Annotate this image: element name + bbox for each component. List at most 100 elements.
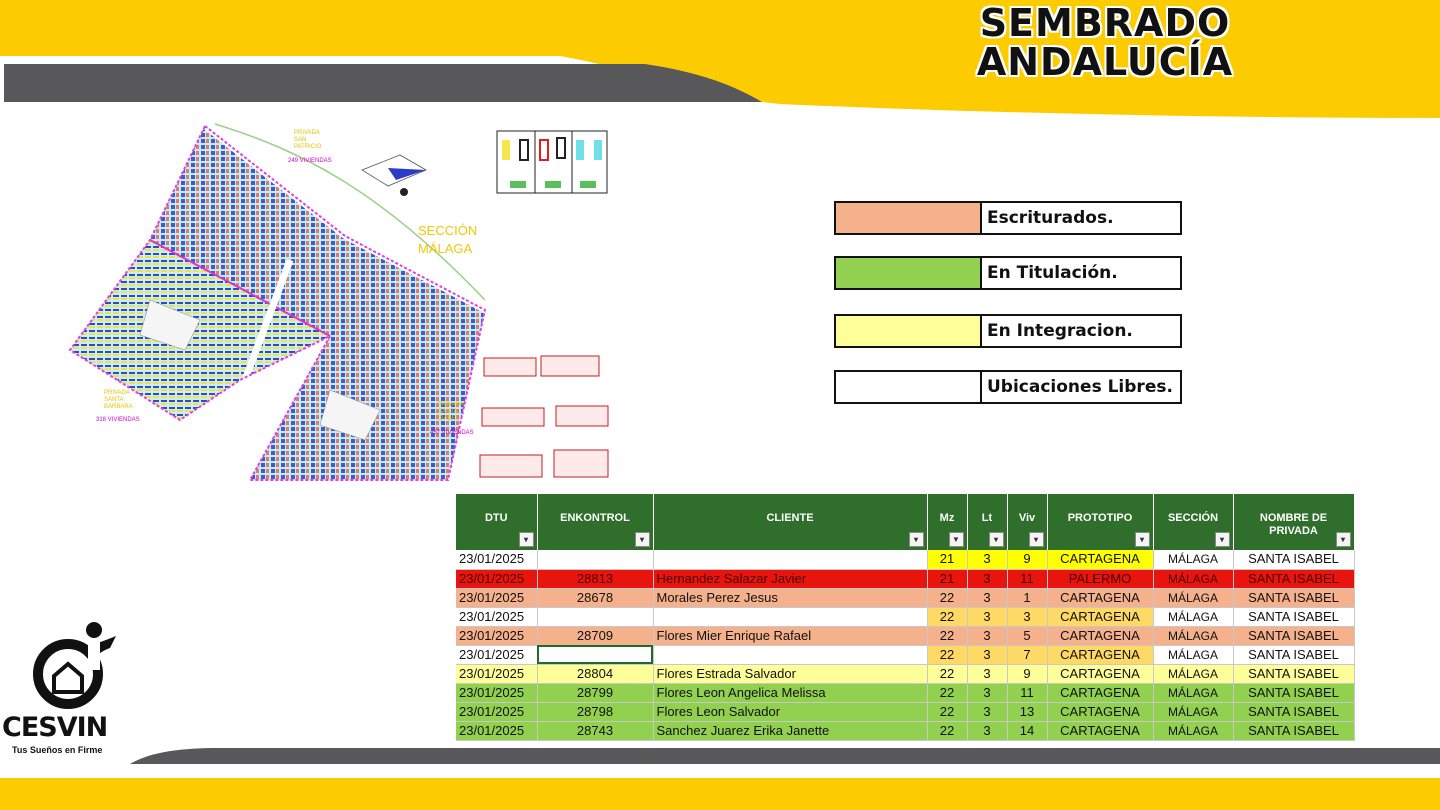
table-cell[interactable]: 3 bbox=[967, 607, 1008, 627]
table-cell[interactable]: 22 bbox=[927, 607, 968, 627]
table-cell[interactable]: 22 bbox=[927, 588, 968, 608]
table-cell[interactable]: Flores Mier Enrique Rafael bbox=[653, 626, 928, 646]
table-cell[interactable]: 23/01/2025 bbox=[456, 664, 538, 684]
table-cell[interactable]: 21 bbox=[927, 550, 968, 570]
table-cell[interactable]: 14 bbox=[1007, 721, 1048, 741]
filter-dropdown-icon[interactable]: ▾ bbox=[1134, 532, 1150, 547]
table-cell[interactable]: SANTA ISABEL bbox=[1233, 721, 1355, 741]
table-cell[interactable]: 28678 bbox=[537, 588, 654, 608]
table-cell[interactable] bbox=[537, 550, 654, 570]
table-cell[interactable]: CARTAGENA bbox=[1047, 664, 1154, 684]
table-cell[interactable]: 23/01/2025 bbox=[456, 550, 538, 570]
table-cell[interactable]: 22 bbox=[927, 721, 968, 741]
table-cell[interactable] bbox=[537, 607, 654, 627]
table-cell[interactable]: SANTA ISABEL bbox=[1233, 588, 1355, 608]
table-cell[interactable]: 3 bbox=[967, 645, 1008, 665]
table-cell[interactable]: 7 bbox=[1007, 645, 1048, 665]
filter-dropdown-icon[interactable]: ▾ bbox=[518, 532, 534, 547]
table-cell[interactable]: CARTAGENA bbox=[1047, 588, 1154, 608]
table-cell[interactable]: 28799 bbox=[537, 683, 654, 703]
table-cell[interactable]: 5 bbox=[1007, 626, 1048, 646]
table-cell[interactable]: 1 bbox=[1007, 588, 1048, 608]
table-cell[interactable]: 22 bbox=[927, 626, 968, 646]
table-cell[interactable]: 3 bbox=[1007, 607, 1048, 627]
table-cell[interactable]: 23/01/2025 bbox=[456, 721, 538, 741]
table-cell[interactable]: MÁLAGA bbox=[1153, 683, 1234, 703]
table-cell[interactable]: 21 bbox=[927, 569, 968, 589]
filter-dropdown-icon[interactable]: ▾ bbox=[988, 532, 1004, 547]
table-cell[interactable]: 22 bbox=[927, 664, 968, 684]
table-cell[interactable]: CARTAGENA bbox=[1047, 683, 1154, 703]
table-cell[interactable]: SANTA ISABEL bbox=[1233, 702, 1355, 722]
table-cell[interactable]: SANTA ISABEL bbox=[1233, 607, 1355, 627]
table-cell[interactable]: MÁLAGA bbox=[1153, 645, 1234, 665]
table-cell[interactable]: 3 bbox=[967, 702, 1008, 722]
table-cell[interactable]: SANTA ISABEL bbox=[1233, 569, 1355, 589]
table-cell[interactable]: 9 bbox=[1007, 550, 1048, 570]
table-cell[interactable] bbox=[537, 645, 654, 665]
table-cell[interactable]: 28813 bbox=[537, 569, 654, 589]
table-cell[interactable] bbox=[653, 550, 928, 570]
table-cell[interactable]: 13 bbox=[1007, 702, 1048, 722]
table-cell[interactable]: Morales Perez Jesus bbox=[653, 588, 928, 608]
table-cell[interactable]: 23/01/2025 bbox=[456, 569, 538, 589]
table-cell[interactable]: 3 bbox=[967, 588, 1008, 608]
table-cell[interactable] bbox=[653, 645, 928, 665]
table-cell[interactable]: 23/01/2025 bbox=[456, 607, 538, 627]
table-cell[interactable]: Flores Leon Salvador bbox=[653, 702, 928, 722]
table-cell[interactable]: Sanchez Juarez Erika Janette bbox=[653, 721, 928, 741]
table-cell[interactable]: 23/01/2025 bbox=[456, 702, 538, 722]
table-cell[interactable]: MÁLAGA bbox=[1153, 569, 1234, 589]
table-cell[interactable]: SANTA ISABEL bbox=[1233, 550, 1355, 570]
table-cell[interactable]: MÁLAGA bbox=[1153, 588, 1234, 608]
table-cell[interactable]: 22 bbox=[927, 683, 968, 703]
table-cell[interactable]: MÁLAGA bbox=[1153, 550, 1234, 570]
filter-dropdown-icon[interactable]: ▾ bbox=[634, 532, 650, 547]
table-cell[interactable]: 9 bbox=[1007, 664, 1048, 684]
table-cell[interactable]: CARTAGENA bbox=[1047, 645, 1154, 665]
table-cell[interactable]: MÁLAGA bbox=[1153, 626, 1234, 646]
table-cell[interactable]: SANTA ISABEL bbox=[1233, 645, 1355, 665]
table-cell[interactable]: 11 bbox=[1007, 683, 1048, 703]
table-cell[interactable]: 22 bbox=[927, 645, 968, 665]
table-cell[interactable]: CARTAGENA bbox=[1047, 607, 1154, 627]
table-cell[interactable]: 3 bbox=[967, 683, 1008, 703]
table-cell[interactable]: CARTAGENA bbox=[1047, 550, 1154, 570]
table-cell[interactable]: 23/01/2025 bbox=[456, 683, 538, 703]
table-cell[interactable]: 23/01/2025 bbox=[456, 626, 538, 646]
table-cell[interactable]: 11 bbox=[1007, 569, 1048, 589]
filter-active-icon[interactable]: ▼ bbox=[948, 532, 964, 547]
table-cell[interactable]: 3 bbox=[967, 626, 1008, 646]
table-cell[interactable]: Hernandez Salazar Javier bbox=[653, 569, 928, 589]
table-cell[interactable]: CARTAGENA bbox=[1047, 721, 1154, 741]
table-cell[interactable]: MÁLAGA bbox=[1153, 721, 1234, 741]
table-cell[interactable]: 23/01/2025 bbox=[456, 645, 538, 665]
table-cell[interactable]: SANTA ISABEL bbox=[1233, 664, 1355, 684]
table-cell[interactable]: 3 bbox=[967, 569, 1008, 589]
table-cell[interactable]: Flores Estrada Salvador bbox=[653, 664, 928, 684]
table-cell[interactable]: 3 bbox=[967, 550, 1008, 570]
table-cell[interactable]: CARTAGENA bbox=[1047, 702, 1154, 722]
table-cell[interactable]: CARTAGENA bbox=[1047, 626, 1154, 646]
table-cell[interactable]: MÁLAGA bbox=[1153, 607, 1234, 627]
filter-dropdown-icon[interactable]: ▾ bbox=[908, 532, 924, 547]
table-cell[interactable]: 22 bbox=[927, 702, 968, 722]
table-cell[interactable]: MÁLAGA bbox=[1153, 702, 1234, 722]
table-cell[interactable]: 3 bbox=[967, 664, 1008, 684]
filter-dropdown-icon[interactable]: ▾ bbox=[1335, 532, 1351, 547]
table-cell[interactable]: 3 bbox=[967, 721, 1008, 741]
filter-dropdown-icon[interactable]: ▾ bbox=[1028, 532, 1044, 547]
table-cell[interactable]: 23/01/2025 bbox=[456, 588, 538, 608]
table-cell[interactable]: 28709 bbox=[537, 626, 654, 646]
table-cell[interactable]: SANTA ISABEL bbox=[1233, 626, 1355, 646]
